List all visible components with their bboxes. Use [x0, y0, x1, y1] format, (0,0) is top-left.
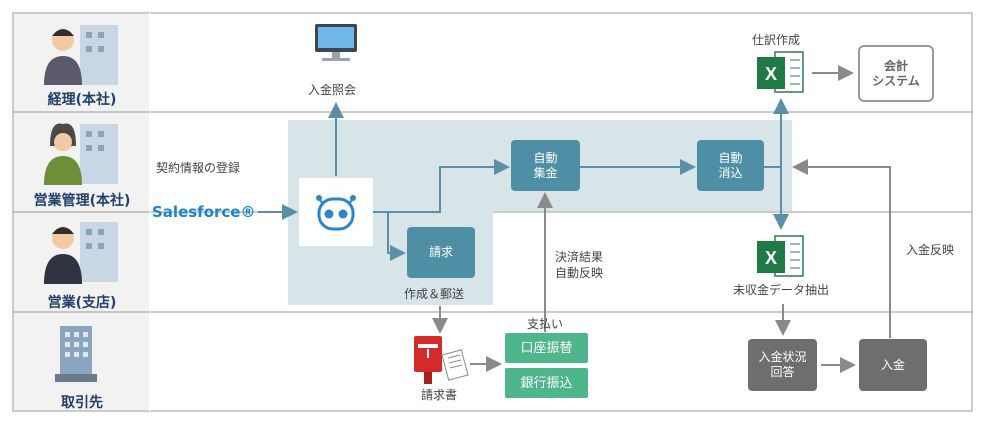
robot-icon — [316, 195, 356, 231]
excel-icon: X — [757, 51, 804, 93]
settlement-result-label-1: 決済結果 — [555, 250, 604, 264]
payment-status-label-1: 入金状況 — [758, 350, 807, 364]
auto-reconcile-label-1: 自動 — [718, 150, 743, 165]
invoice-paper-icon — [441, 349, 469, 381]
seikyu-node: 請求 — [407, 227, 475, 278]
monitor-icon — [315, 24, 357, 61]
contract-registration-label: 契約情報の登録 — [156, 161, 241, 175]
auto-collection-node: 自動 集金 — [511, 140, 580, 191]
person-accounting-icon — [44, 25, 118, 85]
mailbox-icon — [414, 336, 442, 384]
lane-label-sales-admin: 営業管理(本社) — [33, 193, 131, 209]
salesforce-logo: Salesforce® — [152, 203, 256, 221]
payment-label: 入金 — [880, 357, 905, 372]
journal-entry-label: 仕訳作成 — [752, 33, 801, 47]
svg-text:X: X — [765, 64, 777, 84]
excel-icon: X — [757, 235, 804, 277]
arrow — [373, 159, 510, 213]
auto-collection-label-2: 集金 — [533, 165, 558, 180]
account-transfer-label: 口座振替 — [520, 340, 573, 356]
payment-status-label-2: 回答 — [770, 365, 795, 379]
lane-label-client: 取引先 — [61, 395, 103, 411]
bank-transfer-node: 銀行振込 — [505, 368, 588, 398]
robot-node — [299, 178, 373, 246]
lane-label-sales-branch: 営業(支店) — [47, 295, 117, 311]
payment-status-node: 入金状況 回答 — [748, 339, 817, 391]
arrow — [387, 212, 406, 261]
auto-collection-label-1: 自動 — [533, 150, 558, 165]
payment-method-label: 支払い — [527, 317, 564, 331]
auto-reconcile-node: 自動 消込 — [697, 140, 764, 191]
payment-inquiry-label: 入金照会 — [308, 83, 357, 97]
arrow — [792, 159, 891, 338]
svg-text:X: X — [765, 248, 777, 268]
create-and-mail-label: 作成＆郵送 — [404, 287, 465, 301]
office-building-icon — [55, 326, 97, 382]
auto-reconcile-label-2: 消込 — [718, 165, 743, 180]
receivable-extract-label: 未収金データ抽出 — [733, 283, 830, 297]
lane-label-accounting: 経理(本社) — [47, 92, 117, 108]
accounting-system-node: 会計 システム — [858, 45, 934, 102]
settlement-result-label-2: 自動反映 — [555, 266, 604, 280]
payment-reflect-label: 入金反映 — [906, 243, 955, 257]
person-sales-branch-icon — [44, 222, 118, 284]
seikyu-label: 請求 — [428, 245, 453, 259]
accounting-system-label-1: 会計 — [883, 58, 908, 73]
person-sales-admin-icon — [44, 123, 118, 185]
payment-node: 入金 — [859, 339, 927, 391]
account-transfer-node: 口座振替 — [505, 333, 588, 363]
bank-transfer-label: 銀行振込 — [520, 375, 573, 391]
invoice-label: 請求書 — [421, 388, 458, 402]
accounting-system-label-2: システム — [872, 73, 920, 88]
